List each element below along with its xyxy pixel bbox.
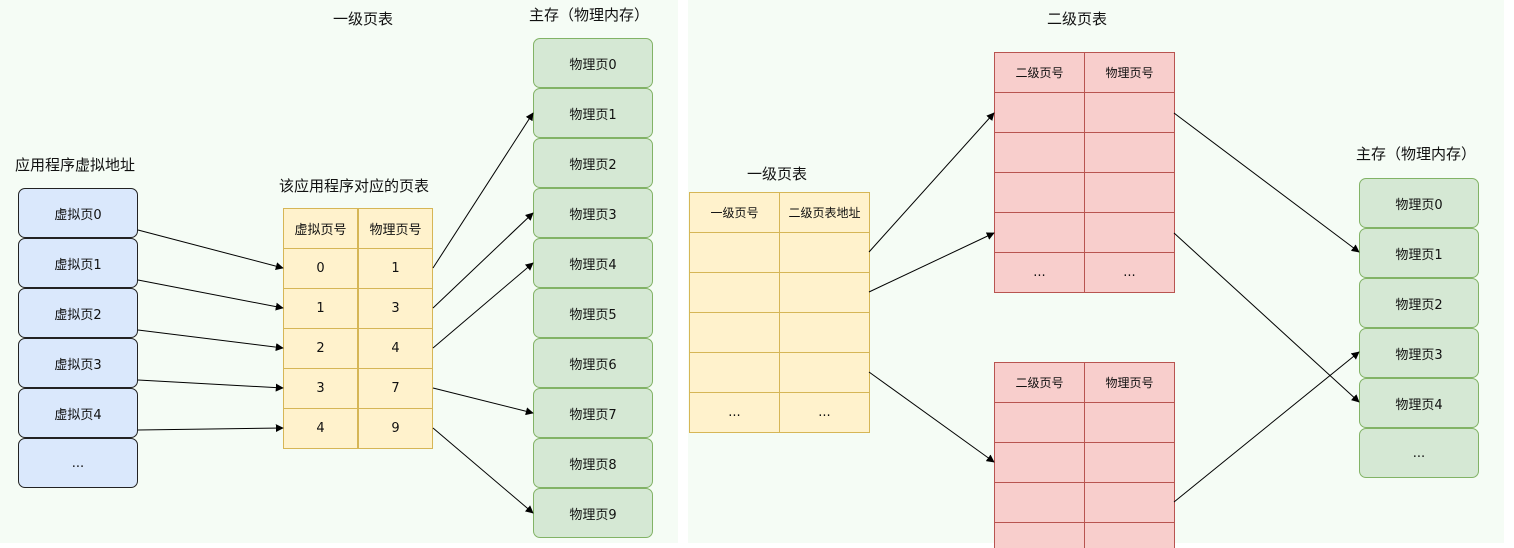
level1-table-title-left: 一级页表 xyxy=(333,10,394,28)
mapping-arrow xyxy=(432,427,534,514)
level2-cell xyxy=(1084,212,1175,253)
table-cell: 9 xyxy=(358,408,433,449)
physical-page: 物理页4 xyxy=(533,238,653,288)
level1-table-title-right: 一级页表 xyxy=(747,165,808,183)
physical-page: 物理页3 xyxy=(1359,328,1479,378)
table-cell: 3 xyxy=(283,368,358,409)
level2-cell xyxy=(994,522,1085,548)
level2-header-cell: 二级页号 xyxy=(994,52,1085,93)
mapping-arrow xyxy=(1173,351,1360,503)
level1-cell xyxy=(779,352,870,393)
mapping-arrow xyxy=(137,329,284,352)
physical-page: 物理页2 xyxy=(533,138,653,188)
physical-page: 物理页6 xyxy=(533,338,653,388)
table-cell: 4 xyxy=(358,328,433,369)
physical-page: 物理页8 xyxy=(533,438,653,488)
table-cell: 1 xyxy=(283,288,358,329)
table-header-cell: 虚拟页号 xyxy=(283,208,358,249)
mapping-arrow xyxy=(868,371,995,463)
level2-cell xyxy=(1084,442,1175,483)
main-memory-title-right: 主存（物理内存） xyxy=(1356,145,1477,163)
physical-page: 物理页0 xyxy=(533,38,653,88)
mapping-arrow xyxy=(137,279,284,311)
level2-cell xyxy=(994,442,1085,483)
mapping-arrow xyxy=(137,424,284,433)
level1-cell xyxy=(779,272,870,313)
physical-page: 物理页3 xyxy=(533,188,653,238)
level2-cell-ellipsis: ... xyxy=(1084,252,1175,293)
level1-cell-ellipsis: ... xyxy=(689,392,780,433)
table-cell: 1 xyxy=(358,248,433,289)
mapping-arrow xyxy=(137,229,284,271)
mapping-arrow xyxy=(1173,112,1360,253)
table-cell: 3 xyxy=(358,288,433,329)
level1-cell xyxy=(779,312,870,353)
level2-cell-ellipsis: ... xyxy=(994,252,1085,293)
level2-header-cell: 二级页号 xyxy=(994,362,1085,403)
level1-cell-ellipsis: ... xyxy=(779,392,870,433)
level2-table-title: 二级页表 xyxy=(1047,10,1108,28)
table-header-cell: 物理页号 xyxy=(358,208,433,249)
physical-page: 物理页0 xyxy=(1359,178,1479,228)
mapping-arrow xyxy=(868,112,995,253)
mapping-arrow xyxy=(868,232,995,293)
level2-cell xyxy=(994,172,1085,213)
physical-page: 物理页2 xyxy=(1359,278,1479,328)
physical-page: 物理页1 xyxy=(533,88,653,138)
virtual-page: 虚拟页3 xyxy=(18,338,138,388)
physical-page: 物理页5 xyxy=(533,288,653,338)
mapping-arrow xyxy=(432,112,534,269)
physical-page: 物理页4 xyxy=(1359,378,1479,428)
virtual-page: 虚拟页0 xyxy=(18,188,138,238)
main-memory-title-left: 主存（物理内存） xyxy=(529,6,650,24)
virtual-page: 虚拟页1 xyxy=(18,238,138,288)
physical-page: 物理页9 xyxy=(533,488,653,538)
table-cell: 7 xyxy=(358,368,433,409)
virtual-address-title: 应用程序虚拟地址 xyxy=(15,156,136,174)
virtual-page: 虚拟页4 xyxy=(18,388,138,438)
mapping-arrow xyxy=(432,262,534,349)
physical-page: 物理页1 xyxy=(1359,228,1479,278)
level2-cell xyxy=(1084,402,1175,443)
level2-cell xyxy=(994,132,1085,173)
virtual-page: ... xyxy=(18,438,138,488)
virtual-page: 虚拟页2 xyxy=(18,288,138,338)
mapping-arrow xyxy=(1173,232,1360,403)
mapping-arrow xyxy=(432,212,534,309)
physical-page: ... xyxy=(1359,428,1479,478)
level1-cell xyxy=(689,232,780,273)
level2-cell xyxy=(1084,522,1175,548)
page-table-title: 该应用程序对应的页表 xyxy=(279,177,430,195)
level1-header-cell: 一级页号 xyxy=(689,192,780,233)
mapping-arrow xyxy=(432,387,534,416)
physical-page: 物理页7 xyxy=(533,388,653,438)
mapping-arrow xyxy=(137,379,284,392)
